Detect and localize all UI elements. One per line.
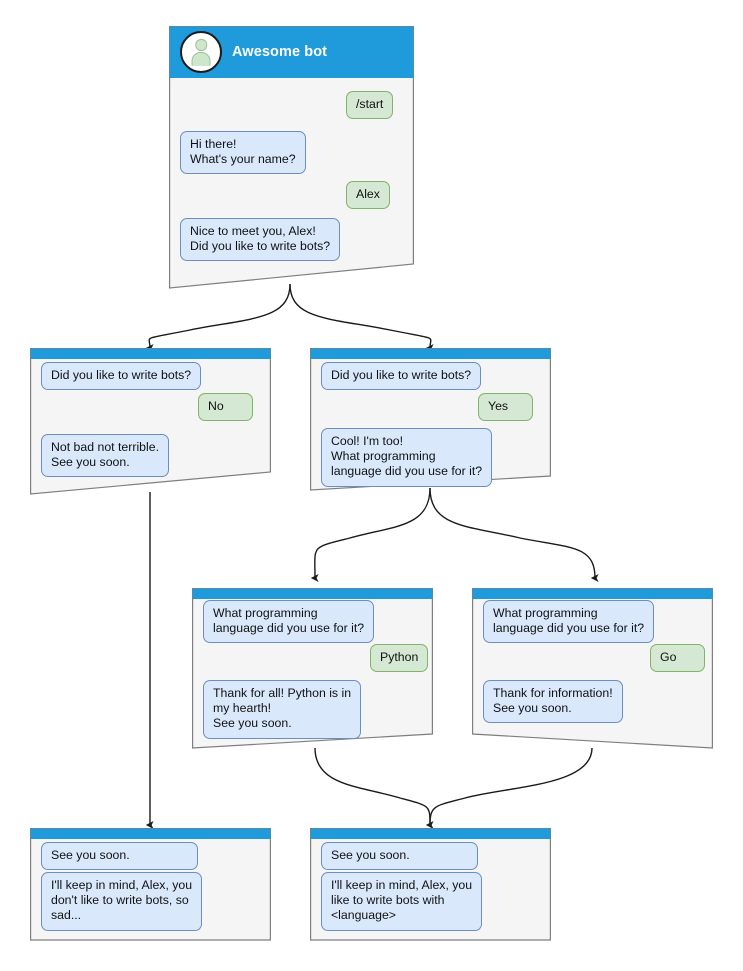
card-yes-branch-inner: Did you like to write bots? Yes Cool! I'…	[310, 348, 551, 492]
edge-yes-to-python	[310, 487, 431, 582]
message-bubble-bot[interactable]: See you soon.	[41, 842, 198, 871]
message-bubble-user[interactable]: Python	[370, 644, 429, 673]
edge-python-to-end-happy	[314, 747, 434, 829]
message-bubble-bot[interactable]: See you soon.	[321, 842, 478, 871]
message-bubble-bot[interactable]: Thank for all! Python is in my hearth! S…	[203, 680, 362, 739]
card-go-branch-messages: What programming language did you use fo…	[472, 588, 713, 750]
message-bubble-user[interactable]: Yes	[478, 393, 533, 422]
message-bubble-user[interactable]: /start	[346, 91, 394, 120]
card-yes-branch[interactable]: Did you like to write bots? Yes Cool! I'…	[310, 348, 551, 492]
avatar-body	[191, 51, 211, 66]
card-end-sad-messages: See you soon. I'll keep in mind, Alex, y…	[30, 828, 271, 942]
message-bubble-bot[interactable]: Did you like to write bots?	[321, 362, 482, 391]
message-bubble-user[interactable]: Alex	[346, 181, 390, 210]
card-end-sad-inner: See you soon. I'll keep in mind, Alex, y…	[30, 828, 271, 942]
message-bubble-bot[interactable]: Hi there! What's your name?	[180, 131, 306, 175]
card-no-branch-inner: Did you like to write bots? No Not bad n…	[30, 348, 271, 496]
card-end-happy-messages: See you soon. I'll keep in mind, Alex, y…	[310, 828, 551, 942]
message-bubble-bot[interactable]: Nice to meet you, Alex! Did you like to …	[180, 218, 341, 262]
message-bubble-bot[interactable]: I'll keep in mind, Alex, you like to wri…	[321, 872, 483, 931]
message-bubble-user[interactable]: No	[198, 393, 253, 422]
message-bubble-bot[interactable]: Not bad not terrible. See you soon.	[41, 434, 170, 478]
card-go-branch[interactable]: What programming language did you use fo…	[472, 588, 713, 750]
message-bubble-bot[interactable]: Did you like to write bots?	[41, 362, 202, 391]
card-go-branch-inner: What programming language did you use fo…	[472, 588, 713, 750]
card-python-branch-inner: What programming language did you use fo…	[192, 588, 433, 750]
person-avatar-icon	[180, 31, 222, 73]
edge-root-to-no	[145, 283, 291, 352]
message-bubble-bot[interactable]: Thank for information! See you soon.	[483, 680, 623, 724]
card-no-branch[interactable]: Did you like to write bots? No Not bad n…	[30, 348, 271, 496]
message-bubble-user[interactable]: Go	[650, 644, 705, 673]
message-bubble-bot[interactable]: What programming language did you use fo…	[203, 600, 375, 644]
edge-root-to-yes	[289, 283, 434, 353]
card-root-inner: Awesome bot /start Hi there! What's your…	[169, 26, 414, 290]
card-root[interactable]: Awesome bot /start Hi there! What's your…	[169, 26, 414, 290]
message-bubble-bot[interactable]: I'll keep in mind, Alex, you don't like …	[41, 872, 203, 931]
card-end-sad[interactable]: See you soon. I'll keep in mind, Alex, y…	[30, 828, 271, 942]
card-python-branch-messages: What programming language did you use fo…	[192, 588, 433, 750]
message-bubble-bot[interactable]: What programming language did you use fo…	[483, 600, 655, 644]
edge-go-to-end-happy	[429, 747, 593, 826]
message-bubble-bot[interactable]: Cool! I'm too! What programming language…	[321, 428, 493, 487]
card-end-happy-inner: See you soon. I'll keep in mind, Alex, y…	[310, 828, 551, 942]
card-no-branch-messages: Did you like to write bots? No Not bad n…	[30, 348, 271, 496]
card-root-header: Awesome bot	[169, 26, 327, 78]
card-root-messages: /start Hi there! What's your name? Alex …	[169, 26, 414, 290]
card-python-branch[interactable]: What programming language did you use fo…	[192, 588, 433, 750]
card-yes-branch-messages: Did you like to write bots? Yes Cool! I'…	[310, 348, 551, 492]
bot-title-label: Awesome bot	[232, 44, 328, 60]
card-end-happy[interactable]: See you soon. I'll keep in mind, Alex, y…	[310, 828, 551, 942]
edge-yes-to-go	[429, 487, 599, 582]
avatar-head	[195, 39, 207, 51]
